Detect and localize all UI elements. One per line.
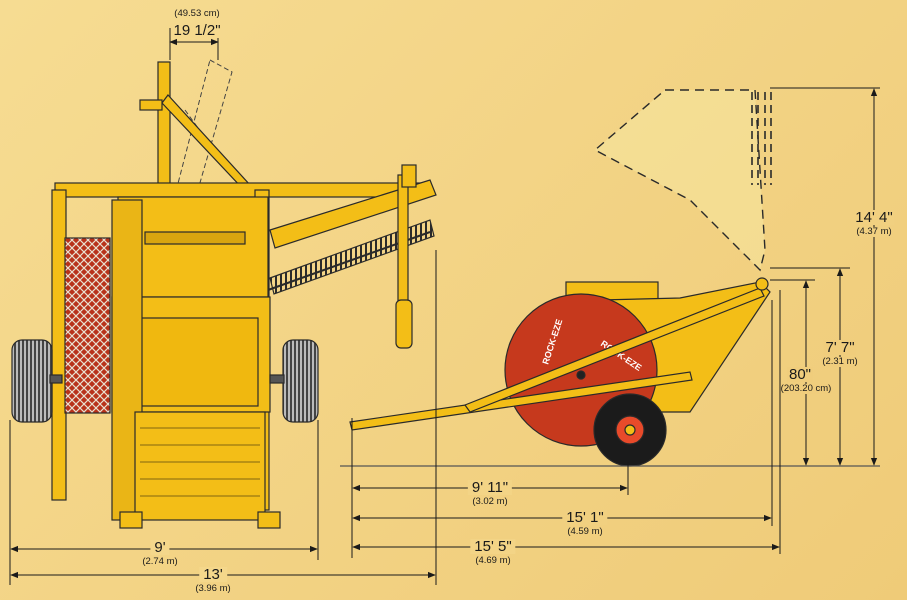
main-hopper <box>117 196 269 298</box>
conveyor-boom <box>269 179 437 249</box>
dim-height-14-4-imperial: 14' 4" <box>853 209 895 226</box>
hitch-link <box>161 94 251 191</box>
tire-left <box>11 339 53 423</box>
dim-chute-offset-imperial: 19 1/2" <box>170 23 224 38</box>
arm-foot <box>395 299 413 349</box>
hitch-tower <box>157 61 171 193</box>
dim-height-7-7-metric: (2.31 m) <box>822 356 858 367</box>
dim-length-9-11-imperial: 9' 11" <box>467 480 513 495</box>
dim-width-13-imperial: 13' <box>199 567 227 582</box>
dim-length-15-1-metric: (4.59 m) <box>567 526 603 537</box>
dim-length-15-5-metric: (4.69 m) <box>475 555 511 566</box>
tire-right <box>282 339 319 423</box>
dim-height-14-4-metric: (4.37 m) <box>856 226 892 237</box>
dim-height-7-7-imperial: 7' 7" <box>823 339 857 356</box>
dim-height-80-metric: (203.20 cm) <box>780 383 832 394</box>
side-view-machine: ROCK-EZE ROCK-EZE <box>349 89 772 467</box>
dim-length-9-11-metric: (3.02 m) <box>472 496 508 507</box>
dim-width-9-metric: (2.74 m) <box>142 556 178 567</box>
dim-width-9-imperial: 9' <box>150 540 170 555</box>
dim-chute-offset-metric: (49.53 cm) <box>174 8 220 19</box>
dim-height-80-imperial: 80" <box>786 366 814 383</box>
raised-hopper-outline <box>593 89 766 272</box>
dim-width-13-metric: (3.96 m) <box>195 583 231 594</box>
drum-lower <box>134 411 266 521</box>
dim-length-15-1-imperial: 15' 1" <box>562 510 608 525</box>
reel-grid <box>64 237 111 414</box>
dim-length-15-5-imperial: 15' 5" <box>470 539 516 554</box>
front-view-machine <box>11 59 437 529</box>
top-frame-beam <box>54 182 426 198</box>
